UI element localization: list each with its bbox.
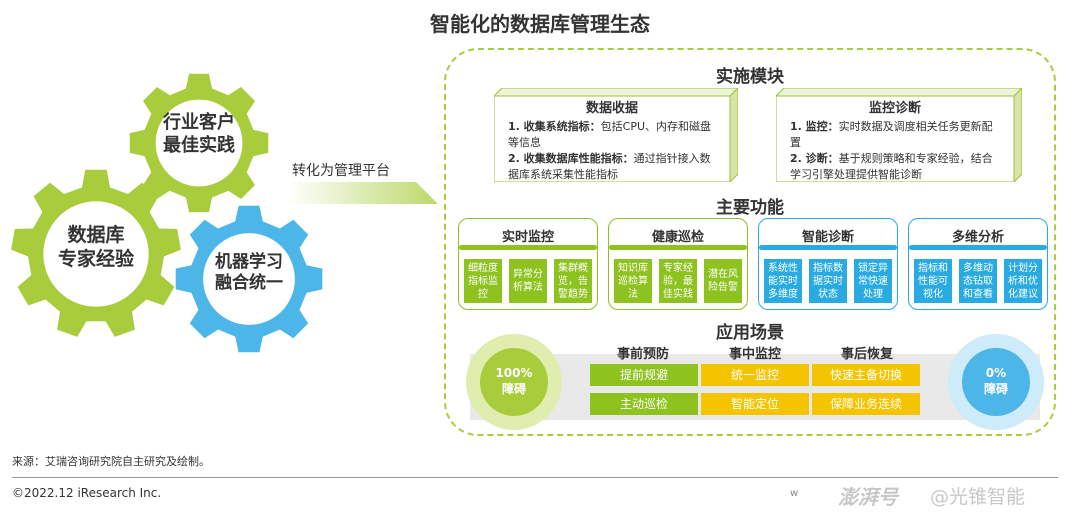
footer-divider — [12, 477, 1058, 478]
function-title: 多维分析 — [951, 230, 1004, 245]
arrow-label: 转化为管理平台 — [292, 163, 390, 179]
function-card-realtime: 实时监控 细粒度指标监控 异常分析算法 集群概览，告警趋势 — [458, 218, 598, 310]
watermark-author: @光锥智能 — [930, 486, 1026, 508]
copyright: ©2022.12 iResearch Inc. — [12, 486, 162, 500]
scenarios-title: 应用场景 — [716, 323, 784, 343]
gear-hub — [203, 233, 295, 325]
function-card-analysis: 多维分析 指标和性能可视化 多维动态钻取和查看 计划分析和优化建议 — [908, 218, 1048, 310]
column-header-after: 事后恢复 — [840, 347, 893, 362]
function-title: 健康巡检 — [651, 230, 704, 245]
circle-100-label: 障碍 — [501, 382, 526, 396]
arrow-shape — [288, 182, 438, 204]
column-header-during: 事中监控 — [728, 347, 781, 362]
watermark-brand: 澎湃号 — [838, 485, 898, 509]
watermark-partial: w — [790, 488, 799, 499]
collect-body: 1. 收集系统指标：包括CPU、内存和磁盘等信息 2. 收集数据库性能指标：通过… — [508, 119, 716, 183]
function-bar — [759, 245, 897, 250]
gear-dba — [11, 169, 181, 337]
circle-0: 0%障碍 — [962, 348, 1030, 416]
gear-hub — [43, 201, 149, 307]
function-title: 实时监控 — [501, 230, 554, 245]
implementation-title: 实施模块 — [716, 67, 784, 87]
circle-0-label: 障碍 — [983, 382, 1008, 396]
monitor-item2-bold: 2. 诊断： — [790, 151, 839, 165]
collect-item1-bold: 1. 收集系统指标： — [508, 120, 601, 133]
scenario-item: 智能定位 — [701, 393, 809, 415]
monitor-item1-text: 实时数据及调度相关任务更新配置 — [790, 120, 993, 149]
function-chip: 集群概览，告警趋势 — [554, 259, 592, 303]
circle-0-value: 0% — [985, 366, 1007, 381]
page-title: 智能化的数据库管理生态 — [430, 12, 650, 36]
gear-ml — [175, 205, 323, 353]
gear-ml-line2: 融合统一 — [215, 273, 283, 294]
gear-industry-label: 行业客户 最佳实践 — [142, 112, 256, 157]
gear-ml-label: 机器学习 融合统一 — [190, 252, 308, 295]
function-chip: 指标和性能可视化 — [914, 259, 952, 303]
gear-ml-line1: 机器学习 — [215, 252, 283, 272]
gear-industry-line2: 最佳实践 — [163, 134, 235, 156]
scenario-item: 主动巡检 — [590, 393, 698, 415]
circle-100: 100%障碍 — [480, 348, 548, 416]
function-chip: 异常分析算法 — [509, 259, 547, 303]
function-chip: 系统性能实时多维度 — [764, 259, 802, 303]
collect-title: 数据收据 — [585, 101, 638, 116]
monitor-box: 监控诊断 1. 监控：实时数据及调度相关任务更新配置 2. 诊断：基于规则策略和… — [776, 88, 1022, 182]
monitor-title: 监控诊断 — [868, 101, 921, 116]
column-header-before: 事前预防 — [616, 347, 669, 362]
gear-dba-label: 数据库 专家经验 — [32, 224, 160, 272]
function-chip: 潜在风险告警 — [704, 259, 742, 303]
function-bar — [459, 245, 597, 250]
ecosystem-panel — [444, 48, 1056, 436]
scenario-item: 快速主备切换 — [812, 364, 920, 386]
function-bar — [909, 245, 1047, 250]
gear-industry — [129, 73, 269, 213]
function-chip: 知识库巡检算法 — [614, 259, 652, 303]
source-note: 来源：艾瑞咨询研究院自主研究及绘制。 — [12, 455, 210, 468]
collect-item2-text: 通过指针接入数据库系统采集性能指标 — [508, 151, 711, 181]
circle-100-value: 100% — [495, 366, 533, 381]
gear-industry-line1: 行业客户 — [163, 112, 235, 133]
gear-dba-line2: 专家经验 — [57, 247, 134, 270]
function-chip: 多维动态钻取和查看 — [959, 259, 997, 303]
function-card-inspection: 健康巡检 知识库巡检算法 专家经验，最佳实践 潜在风险告警 — [608, 218, 748, 310]
functions-title: 主要功能 — [716, 198, 784, 218]
collect-item1-text: 包括CPU、内存和磁盘等信息 — [508, 120, 712, 149]
monitor-item1-bold: 1. 监控： — [790, 120, 839, 133]
collect-item2-bold: 2. 收集数据库性能指标： — [508, 151, 634, 165]
scenario-item: 统一监控 — [701, 364, 809, 386]
scenario-item: 保障业务连续 — [812, 393, 920, 415]
function-card-diagnosis: 智能诊断 系统性能实时多维度 指标数据实时状态 锁定异常快速处理 — [758, 218, 898, 310]
gear-dba-line1: 数据库 — [67, 224, 125, 246]
scenario-item: 提前规避 — [590, 364, 698, 386]
function-chip: 计划分析和优化建议 — [1004, 259, 1042, 303]
collect-box: 数据收据 1. 收集系统指标：包括CPU、内存和磁盘等信息 2. 收集数据库性能… — [494, 88, 738, 182]
gear-hub — [155, 99, 243, 187]
function-chip: 锁定异常快速处理 — [854, 259, 892, 303]
function-chip: 专家经验，最佳实践 — [659, 259, 697, 303]
monitor-item2-text: 基于规则策略和专家经验，结合学习引擎处理提供智能诊断 — [790, 151, 993, 181]
function-chip: 细粒度指标监控 — [464, 259, 502, 303]
function-title: 智能诊断 — [801, 230, 854, 245]
monitor-body: 1. 监控：实时数据及调度相关任务更新配置 2. 诊断：基于规则策略和专家经验，… — [790, 119, 1000, 183]
function-chip: 指标数据实时状态 — [809, 259, 847, 303]
function-bar — [609, 245, 747, 250]
